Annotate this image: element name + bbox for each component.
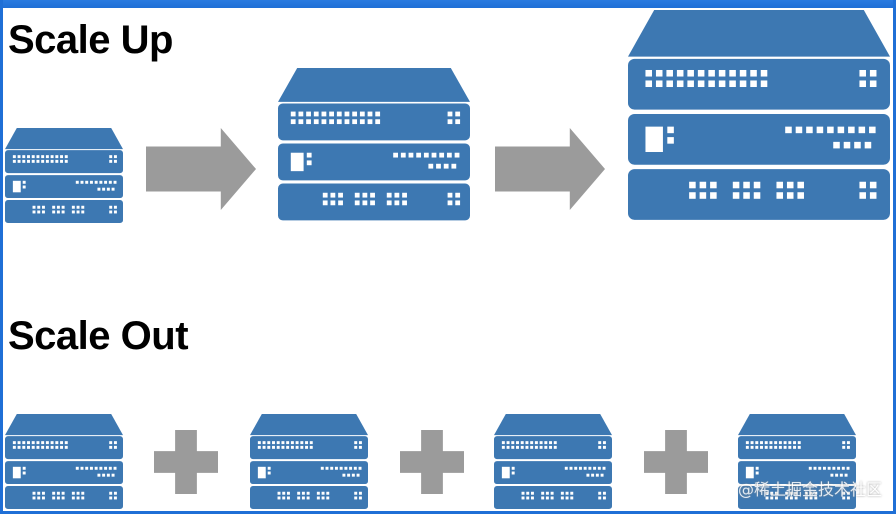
right-arrow-icon [495, 128, 605, 210]
right-arrow-icon [146, 128, 256, 210]
watermark-text: @稀土掘金技术社区 [737, 480, 882, 499]
plus-icon [644, 430, 708, 494]
server-stack-node-1 [5, 414, 123, 510]
plus-icon [400, 430, 464, 494]
server-stack-node-4 [738, 414, 856, 510]
plus-icon [154, 430, 218, 494]
server-stack-node-3 [494, 414, 612, 510]
scale-out-heading: Scale Out [8, 314, 189, 358]
server-stack-large [628, 10, 890, 220]
server-stack-small [5, 128, 123, 224]
top-accent-bar [0, 0, 896, 8]
server-stack-medium [278, 68, 470, 221]
scale-up-heading: Scale Up [8, 18, 173, 62]
server-stack-node-2 [250, 414, 368, 510]
